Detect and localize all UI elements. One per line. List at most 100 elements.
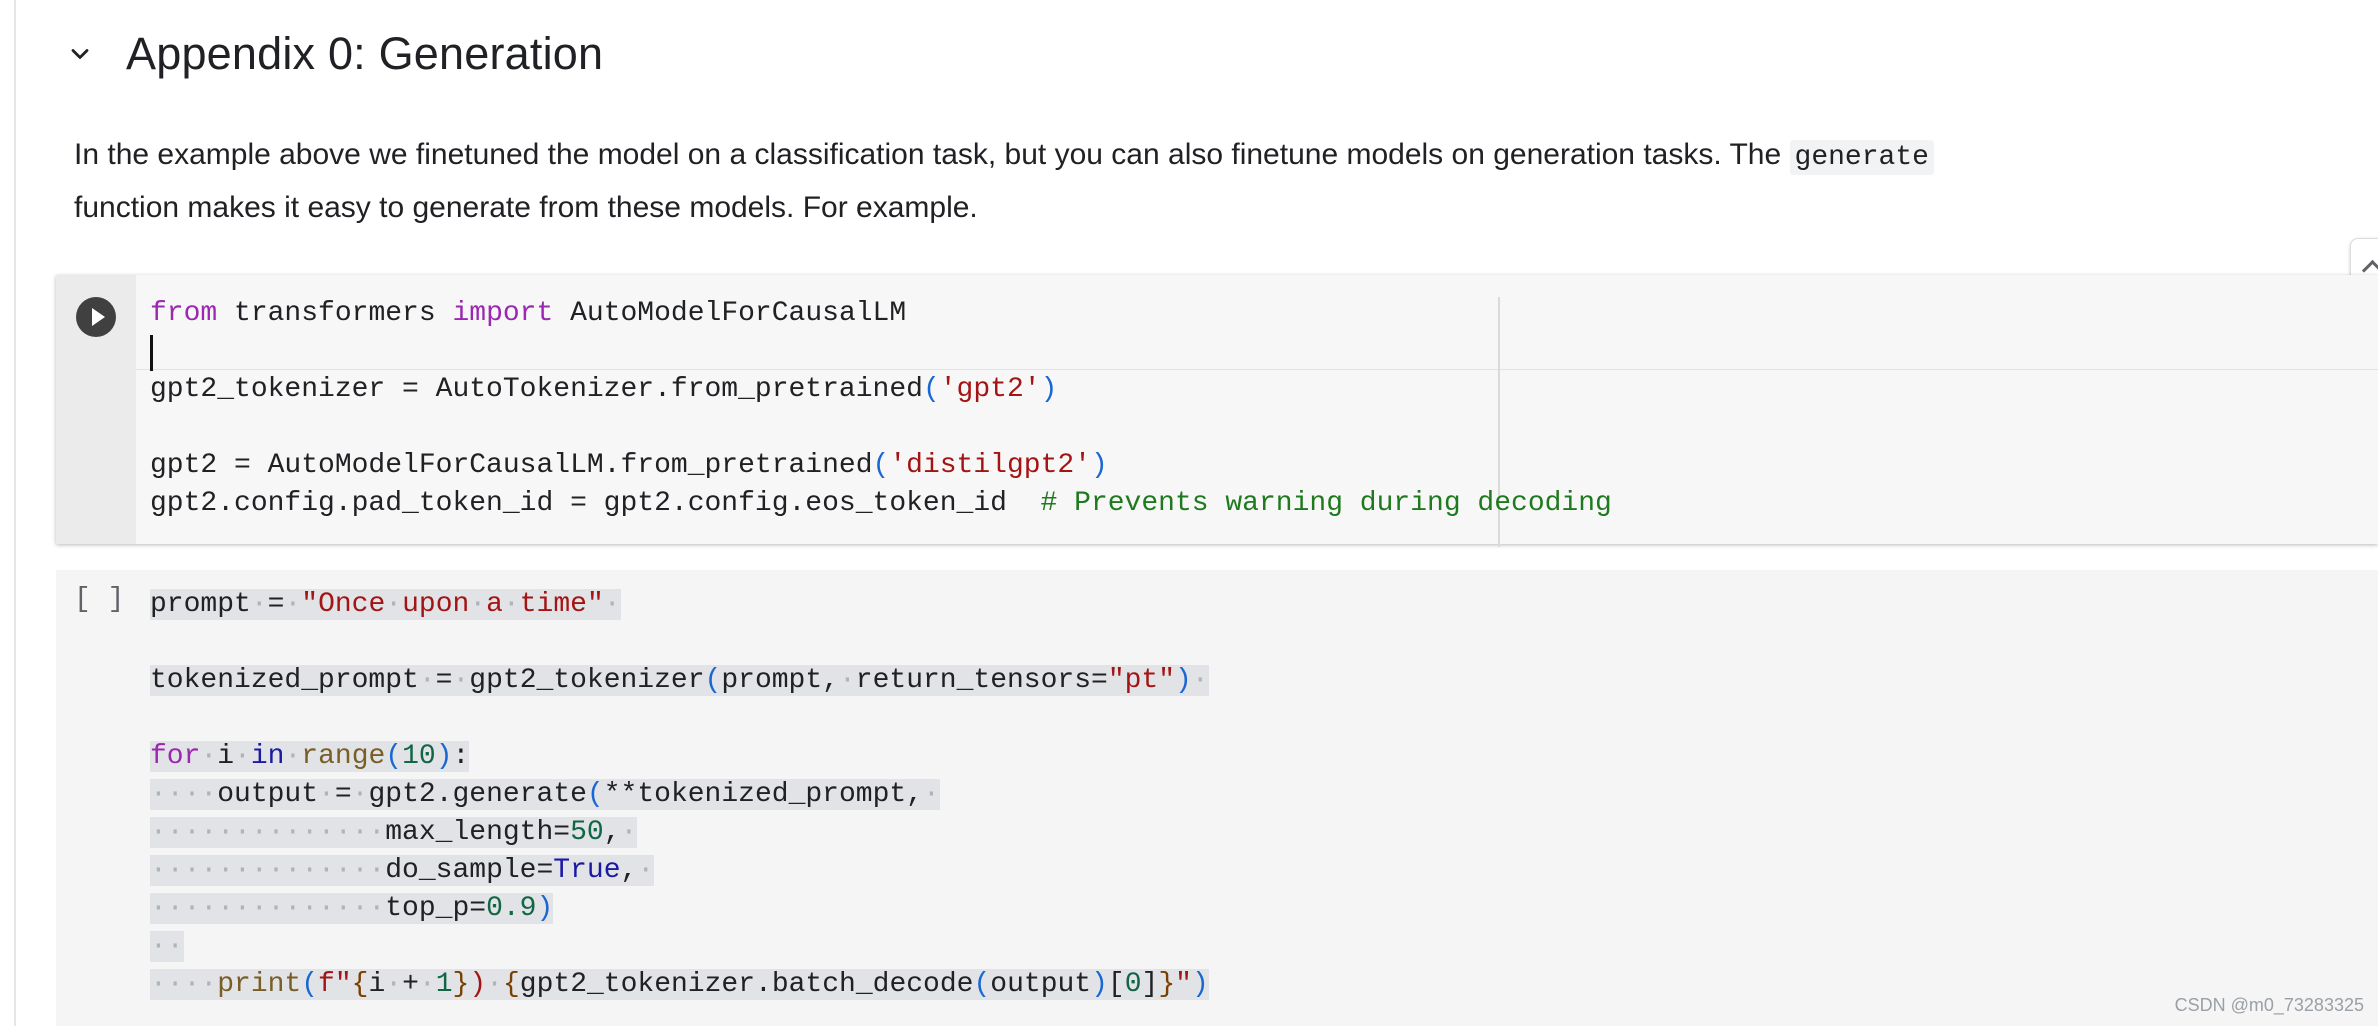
code-token: 10 (402, 741, 436, 772)
code-line: ····print(f"{i·+·1})·{gpt2_tokenizer.bat… (150, 966, 1209, 1004)
code-token: gpt2.config.pad_token_id = gpt2.config.e… (150, 488, 1041, 519)
code-line: ····output·=·gpt2.generate(**tokenized_p… (150, 776, 1209, 814)
code-token: "Once (301, 589, 386, 620)
code-line-text: ··············do_sample=True,· (150, 855, 655, 886)
code-token: 0.9 (486, 893, 537, 924)
code-token: i (217, 741, 235, 772)
code-token: ) (435, 741, 453, 772)
code-token: · (318, 779, 335, 810)
code-line (150, 409, 1612, 447)
code-token: ( (704, 665, 722, 696)
code-line: ··············do_sample=True,· (150, 852, 1209, 890)
code-cell[interactable]: [ ] prompt·=·"Once·upon·a·time"· tokeniz… (56, 570, 2378, 1026)
code-token: ·············· (150, 817, 386, 848)
code-line: ··············max_length=50,· (150, 814, 1209, 852)
code-token: · (418, 969, 436, 1000)
code-line-text (150, 703, 167, 734)
code-token: + (402, 969, 419, 1000)
code-token: · (1191, 665, 1209, 696)
code-token: gpt2_tokenizer (469, 665, 705, 696)
code-token: for (150, 741, 201, 772)
code-token: output (990, 969, 1092, 1000)
code-token: ·· (150, 931, 184, 962)
code-line-text: prompt·=·"Once·upon·a·time"· (150, 589, 621, 620)
section-title: Appendix 0: Generation (126, 28, 604, 79)
code-token: gpt2_tokenizer.batch_decode (519, 969, 974, 1000)
code-token: time" (519, 589, 604, 620)
code-token: ( (973, 969, 991, 1000)
code-token: True (553, 855, 621, 886)
code-token: · (469, 589, 487, 620)
watermark: CSDN @m0_73283325 (2174, 995, 2364, 1015)
line-length-ruler (1498, 297, 1500, 547)
code-token: prompt (150, 589, 251, 620)
code-token: · (452, 665, 470, 696)
code-token: = (334, 779, 352, 810)
code-token: ·············· (150, 855, 386, 886)
code-line-text: tokenized_prompt·=·gpt2_tokenizer(prompt… (150, 665, 1209, 696)
code-token: · (486, 969, 503, 1000)
code-token: ) (1040, 374, 1058, 405)
code-token: · (200, 741, 218, 772)
code-token: 1 (435, 969, 453, 1000)
code-line-text: gpt2.config.pad_token_id = gpt2.config.e… (150, 488, 1612, 519)
code-token: 50 (570, 817, 604, 848)
code-token: ( (872, 450, 890, 481)
code-line: gpt2 = AutoModelForCausalLM.from_pretrai… (150, 447, 1612, 485)
code-token: = (267, 589, 285, 620)
code-token: upon (402, 589, 470, 620)
code-line-text (150, 336, 167, 367)
code-line: prompt·=·"Once·upon·a·time"· (150, 586, 1209, 624)
code-line: for·i·in·range(10): (150, 738, 1209, 776)
code-token: · (351, 779, 369, 810)
code-token: output (217, 779, 319, 810)
code-line-text: ··············max_length=50,· (150, 817, 638, 848)
code-editor[interactable]: prompt·=·"Once·upon·a·time"· tokenized_p… (150, 586, 1209, 1004)
code-token: from (150, 298, 218, 329)
code-token: i (368, 969, 386, 1000)
code-token: · (620, 817, 638, 848)
code-token: # Prevents warning during decoding (1040, 488, 1612, 519)
code-token: 0 (1124, 969, 1142, 1000)
code-token: ( (385, 741, 403, 772)
code-token: gpt2_tokenizer = AutoTokenizer.from_pret… (150, 374, 923, 405)
code-token: ) (536, 893, 554, 924)
code-token: : (452, 741, 470, 772)
code-line-text: gpt2_tokenizer = AutoTokenizer.from_pret… (150, 374, 1057, 405)
code-token: in (250, 741, 285, 772)
code-token: , (603, 817, 621, 848)
code-token: transformers (217, 298, 453, 329)
code-token: · (418, 665, 436, 696)
code-token: · (502, 589, 520, 620)
code-token: = (435, 665, 453, 696)
code-token: { (351, 969, 369, 1000)
code-token: · (385, 969, 403, 1000)
code-cell-active[interactable]: from transformers import AutoModelForCau… (56, 275, 2378, 547)
code-token: gpt2.generate (368, 779, 587, 810)
code-token: ···· (150, 779, 218, 810)
run-cell-button[interactable] (76, 297, 116, 337)
code-token: ) (469, 969, 487, 1000)
code-token: ) (1175, 665, 1192, 696)
code-token: f" (318, 969, 352, 1000)
code-line-text: for·i·in·range(10): (150, 741, 470, 772)
collapse-section-button[interactable] (58, 32, 102, 76)
notebook-left-rule (14, 0, 16, 1026)
code-token: return_tensors= (855, 665, 1108, 696)
code-token: print (217, 969, 302, 1000)
code-token: do_sample= (385, 855, 554, 886)
code-token: ( (586, 779, 604, 810)
code-token: "pt" (1107, 665, 1176, 696)
chevron-down-icon (71, 49, 89, 59)
code-token: [ (1107, 969, 1125, 1000)
code-token: ( (922, 374, 940, 405)
code-token: · (250, 589, 268, 620)
markdown-cell: In the example above we finetuned the mo… (74, 130, 2074, 233)
code-line-text: ····output·=·gpt2.generate(**tokenized_p… (150, 779, 940, 810)
run-cell-button[interactable]: [ ] (74, 584, 125, 615)
code-line-text: gpt2 = AutoModelForCausalLM.from_pretrai… (150, 450, 1108, 481)
code-editor[interactable]: from transformers import AutoModelForCau… (150, 295, 1612, 523)
code-token: ) (1191, 969, 1209, 1000)
code-line-text: ····print(f"{i·+·1})·{gpt2_tokenizer.bat… (150, 969, 1209, 1000)
code-token: · (838, 665, 856, 696)
